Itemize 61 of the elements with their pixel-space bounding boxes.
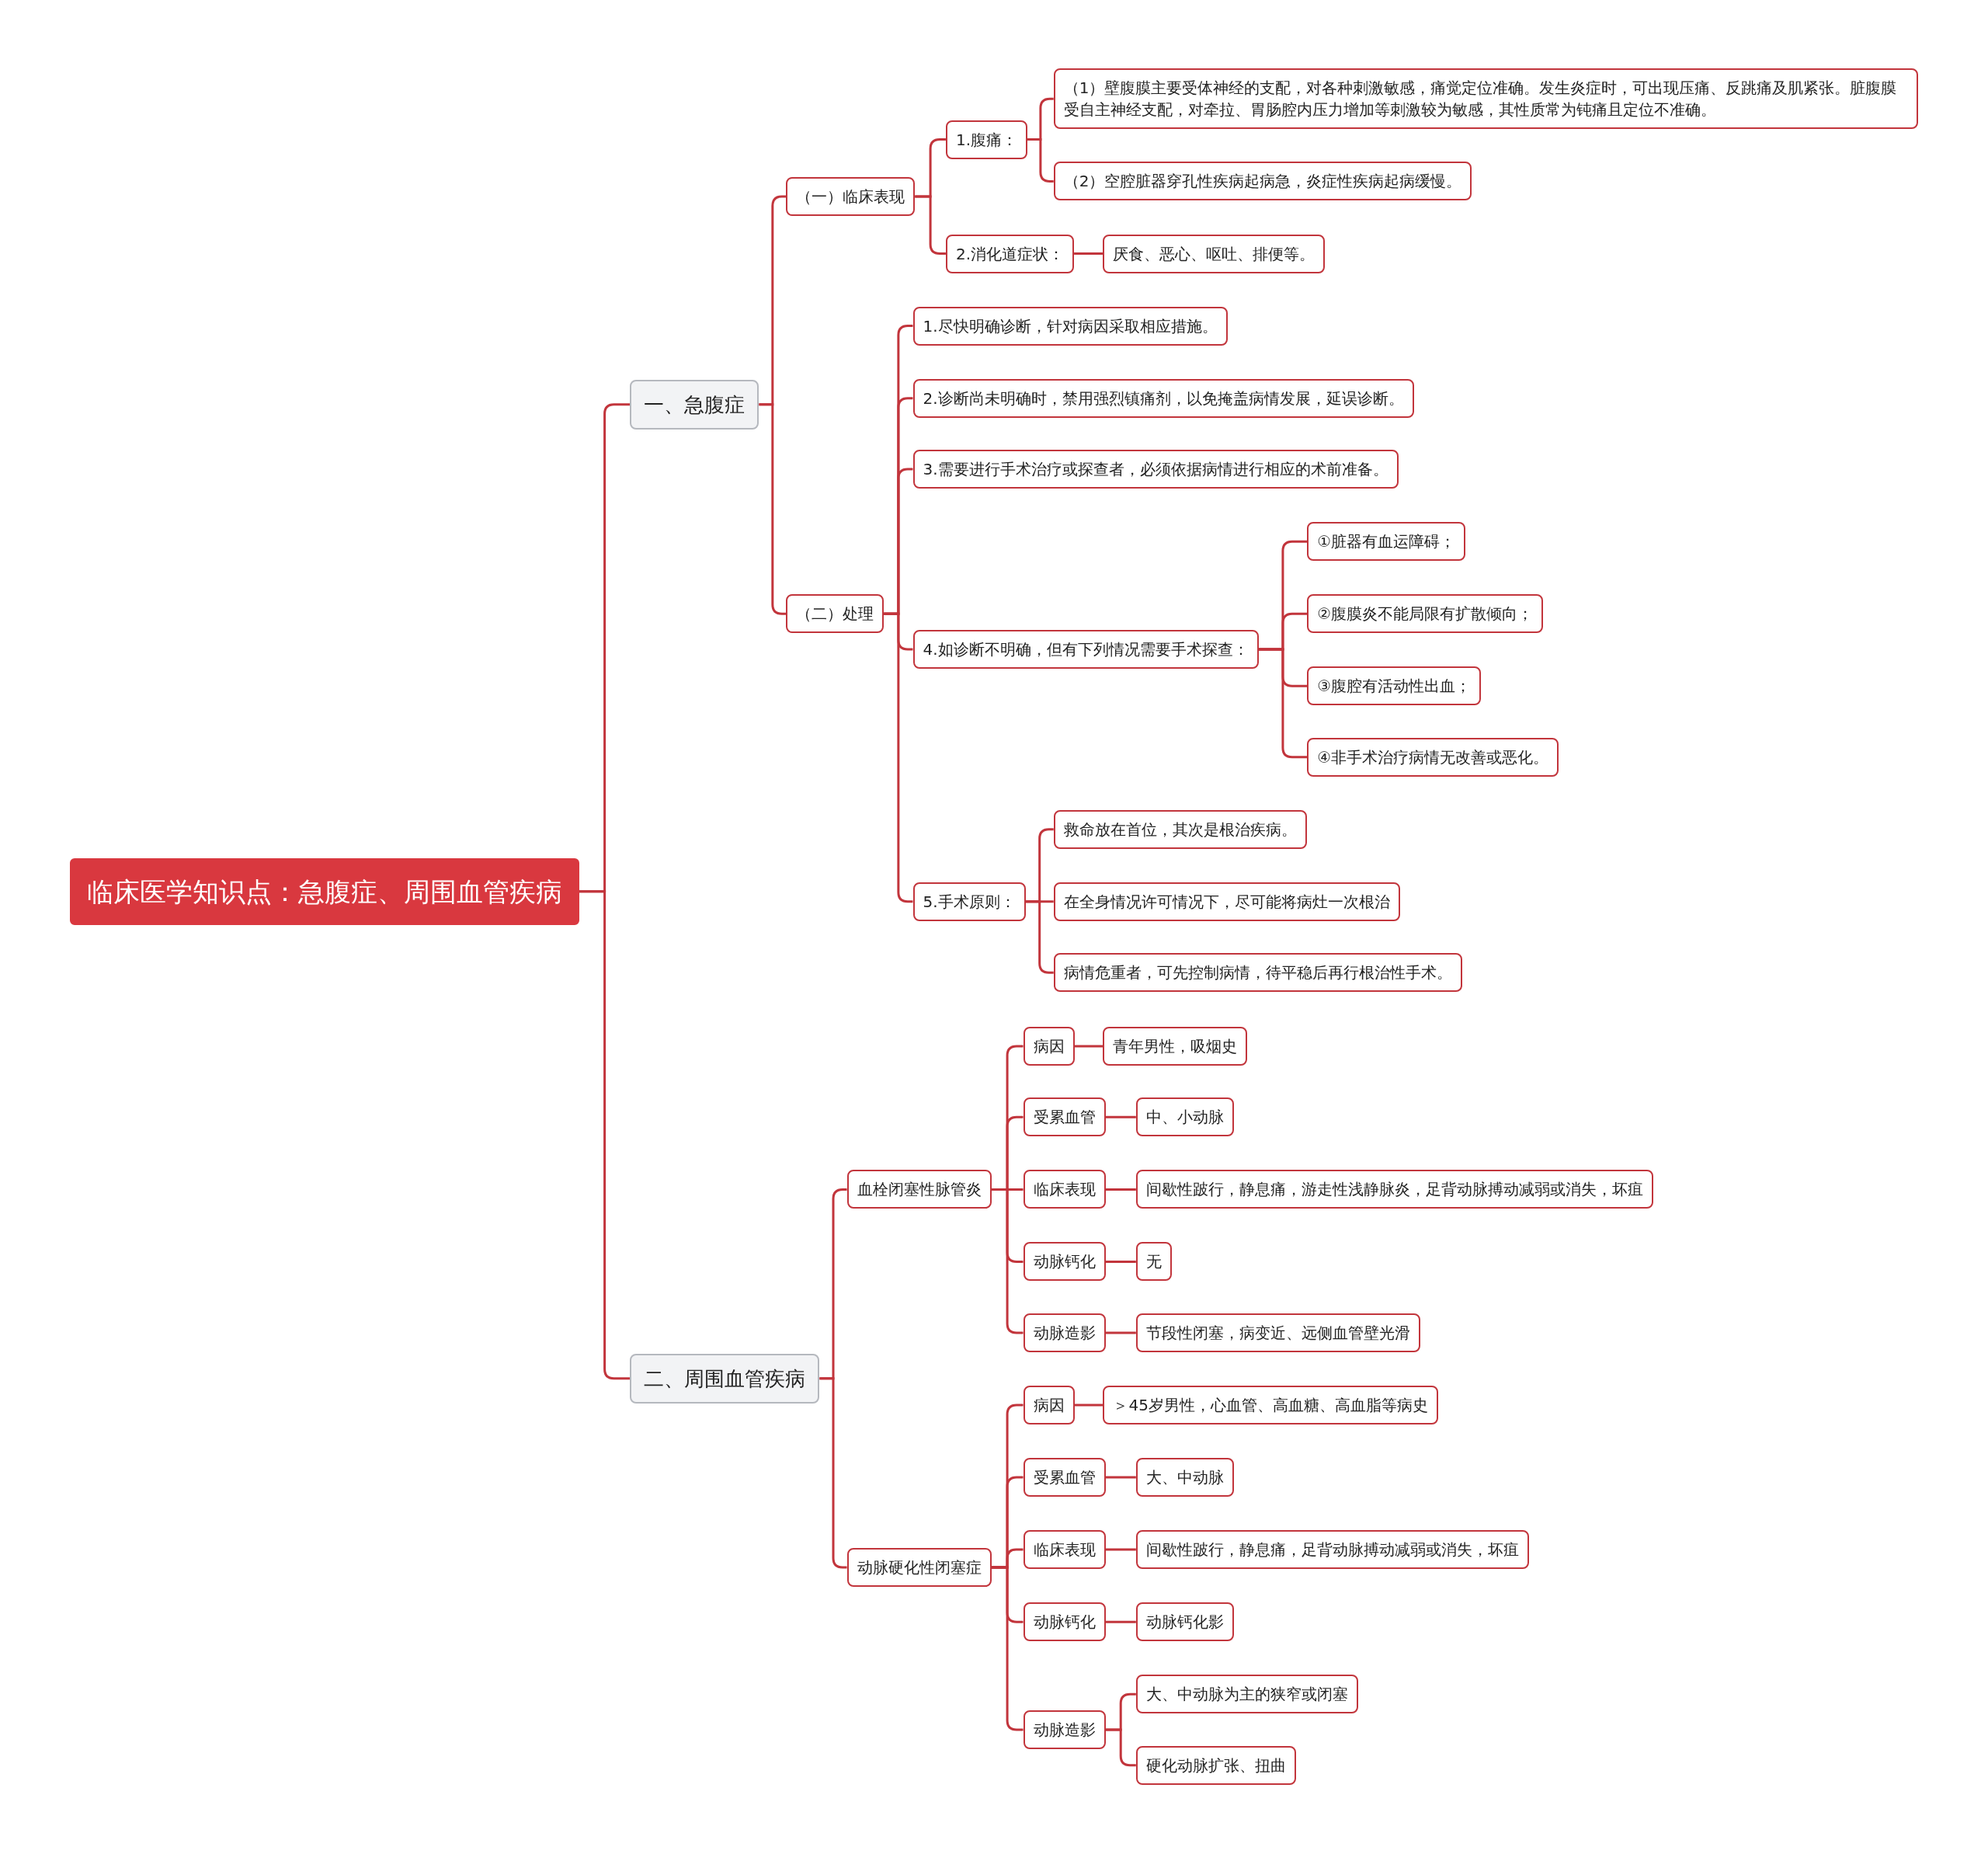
branch-box: 3.需要进行手术治疗或探查者，必须依据病情进行相应的术前准备。 <box>912 450 1399 489</box>
branch-box: 动脉钙化 <box>1023 1242 1106 1282</box>
branch-box: 2.消化道症状： <box>945 234 1075 273</box>
branch-box: 厌食、恶心、呕吐、排便等。 <box>1103 234 1326 273</box>
branch-box: 受累血管 <box>1023 1097 1106 1137</box>
branch-box: 4.如诊断不明确，但有下列情况需要手术探查： <box>912 629 1259 669</box>
branch-box: 中、小动脉 <box>1135 1097 1234 1137</box>
branch-box: 临床表现 <box>1023 1530 1106 1570</box>
connector-line <box>991 1188 1024 1334</box>
branch-box: ＞45岁男性，心血管、高血糖、高血脂等病史 <box>1103 1385 1438 1424</box>
connector-line <box>1105 1331 1136 1334</box>
branch-box: ②腹膜炎不能局限有扩散倾向； <box>1307 594 1544 634</box>
branch-box: 在全身情况许可情况下，尽可能将病灶一次根治 <box>1053 882 1400 921</box>
branch-box: 无 <box>1135 1242 1172 1282</box>
connector-line <box>1105 1188 1136 1191</box>
branch-box: 2.诊断尚未明确时，禁用强烈镇痛剂，以免掩盖病情发展，延误诊断。 <box>912 378 1414 418</box>
branch-box: ④非手术治疗病情无改善或恶化。 <box>1307 737 1559 777</box>
branch-box: 受累血管 <box>1023 1458 1106 1497</box>
branch-box: 间歇性跛行，静息痛，游走性浅静脉炎，足背动脉搏动减弱或消失，坏疽 <box>1135 1170 1653 1209</box>
connector-line <box>1074 252 1103 255</box>
root-topic-box: 临床医学知识点：急腹症、周围血管疾病 <box>69 857 579 925</box>
branch-box: 1.腹痛： <box>945 120 1028 159</box>
connector-line <box>1105 1620 1136 1623</box>
branch-box: 病因 <box>1023 1026 1075 1066</box>
branch-box: 1.尽快明确诊断，针对病因采取相应措施。 <box>912 306 1228 346</box>
branch-box: 硬化动脉扩张、扭曲 <box>1135 1745 1296 1785</box>
branch-box: ①脏器有血运障碍； <box>1307 522 1466 562</box>
branch-box: 动脉钙化 <box>1023 1602 1106 1642</box>
connector-line <box>1074 1045 1103 1048</box>
branch-box: 动脉钙化影 <box>1135 1602 1234 1642</box>
branch-box: （1）壁腹膜主要受体神经的支配，对各种刺激敏感，痛觉定位准确。发生炎症时，可出现压痛、反跳痛及肌紧张。脏腹膜受自主神经支配，对牵拉、胃肠腔内压力增加等刺激较为敏感，其性质常为钝痛且定位不准确。 <box>1053 68 1919 130</box>
branch-box: 节段性闭塞，病变近、远侧血管壁光滑 <box>1135 1313 1420 1352</box>
connector-line <box>915 195 946 255</box>
branch-box: 大、中动脉为主的狭窄或闭塞 <box>1135 1675 1358 1714</box>
branch-box: ③腹腔有活动性出血； <box>1307 666 1482 706</box>
branch-box: 动脉硬化性闭塞症 <box>846 1547 992 1587</box>
branch-box: 大、中动脉 <box>1135 1458 1234 1497</box>
connector-line <box>1074 1404 1103 1407</box>
connector-line <box>1105 1476 1136 1479</box>
branch-box: （二）处理 <box>786 594 885 634</box>
connector-line <box>1105 1728 1136 1767</box>
branch-box: 病情危重者，可先控制病情，待平稳后再行根治性手术。 <box>1053 953 1462 993</box>
branch-box: （2）空腔脏器穿孔性疾病起病急，炎症性疾病起病缓慢。 <box>1053 162 1472 201</box>
branch-box: 救命放在首位，其次是根治疾病。 <box>1053 809 1307 849</box>
branch-box: （一）临床表现 <box>786 177 916 217</box>
connector-line <box>759 403 787 615</box>
connector-line <box>1105 1548 1136 1551</box>
connector-line <box>819 1377 847 1569</box>
branch-box: 血栓闭塞性脉管炎 <box>846 1170 992 1209</box>
branch-box: 病因 <box>1023 1385 1075 1424</box>
branch-box: 动脉造影 <box>1023 1710 1106 1749</box>
connector-line <box>991 1566 1024 1731</box>
branch-box: 青年男性，吸烟史 <box>1103 1026 1248 1066</box>
branch-box: 临床表现 <box>1023 1170 1106 1209</box>
topic-box: 二、周围血管疾病 <box>630 1353 820 1404</box>
branch-box: 动脉造影 <box>1023 1313 1106 1352</box>
branch-box: 5.手术原则： <box>912 882 1026 921</box>
connector-line <box>1105 1261 1136 1263</box>
branch-box: 间歇性跛行，静息痛，足背动脉搏动减弱或消失，坏疽 <box>1135 1530 1529 1570</box>
connector-line <box>1105 1115 1136 1118</box>
topic-box: 一、急腹症 <box>630 379 759 430</box>
